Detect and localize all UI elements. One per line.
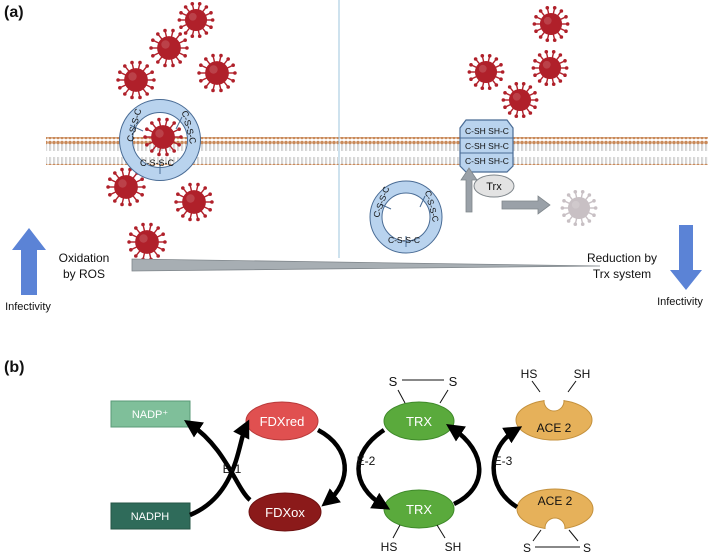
release-arrow: [501, 195, 551, 215]
ace2-top-sh: SH: [574, 367, 591, 381]
panel-a-label: (a): [4, 4, 24, 21]
reduction-up-arrow: [460, 167, 478, 213]
e2-arrow-fdxred-fdxox: [316, 428, 347, 507]
e1-arrow-fdxox-nadp: [184, 420, 252, 502]
gradient-wedge: [131, 258, 601, 272]
enzyme-1-label: E-1: [223, 462, 242, 476]
ace2-bottom-s-left: S: [523, 541, 531, 555]
virus-particle: [116, 60, 156, 100]
ace2-bottom-label: ACE 2: [538, 494, 573, 508]
trx-top-s-left: S: [389, 374, 398, 389]
virus-particle: [531, 49, 569, 87]
reduction-label: Reduction by: [587, 251, 657, 265]
oxidation-label-2: by ROS: [63, 267, 105, 281]
e2-arrow-trx: [356, 428, 391, 510]
oxidation-label: Oxidation: [59, 251, 110, 265]
infectivity-up-arrow: [12, 228, 46, 295]
virus-particle: [197, 53, 237, 93]
panel-b-label: (b): [4, 359, 24, 376]
fdx-red-label: FDXred: [260, 414, 305, 429]
enzyme-2-label: E-2: [357, 454, 376, 468]
channel-row-label: C-SH SH-C: [465, 141, 509, 151]
trx-bottom-label: TRX: [406, 502, 432, 517]
reduced-receptor-channel: C-SH SH-C C-SH SH-C C-SH SH-C: [459, 119, 514, 173]
infectivity-down-arrow: [670, 225, 702, 290]
virus-particle: [501, 81, 539, 119]
trx-top-label: TRX: [406, 414, 432, 429]
trx-top-s-right: S: [449, 374, 458, 389]
ace2-bottom-s-right: S: [583, 541, 591, 555]
virus-particle: [532, 5, 570, 43]
nadp-plus-box: [110, 400, 191, 428]
virus-particle: [177, 1, 215, 39]
virus-particle: [143, 117, 183, 157]
channel-row-label: C-SH SH-C: [465, 126, 509, 136]
infectivity-right-label: Infectivity: [657, 296, 703, 308]
trx-top-node: [383, 401, 455, 441]
nadph-box: [110, 502, 191, 530]
virus-particle: [127, 222, 167, 262]
e3-arrow-trx-return: [446, 424, 482, 507]
trx-bottom-hs: HS: [381, 540, 398, 554]
enzyme-3-label: E-3: [494, 454, 513, 468]
reduction-label-2: Trx system: [593, 267, 651, 281]
oxidized-receptor-ring: C-S-S-C C-S-S-C C-S-S-C: [369, 180, 443, 254]
ace2-top-label: ACE 2: [537, 421, 572, 435]
virus-particle: [149, 28, 189, 68]
virus-particle: [560, 189, 598, 227]
ace2-bottom-node: [516, 488, 594, 541]
virus-particle: [106, 167, 146, 207]
ace2-top-node: [515, 388, 593, 441]
trx-label: Trx: [486, 181, 502, 193]
ace2-top-hs: HS: [521, 367, 538, 381]
infectivity-left-label: Infectivity: [5, 301, 51, 313]
ring-label: C-S-S-C: [140, 158, 174, 168]
virus-particle: [467, 53, 505, 91]
channel-row-label: C-SH SH-C: [465, 156, 509, 166]
e3-arrow-ace2: [491, 426, 523, 509]
ring-label: C-S-S-C: [388, 235, 420, 245]
fdx-ox-node: [248, 492, 322, 532]
reaction-arrows: [184, 419, 523, 518]
nadp-plus-label: NADP⁺: [132, 409, 169, 421]
nadph-label: NADPH: [131, 511, 170, 523]
trx-bottom-sh: SH: [445, 540, 462, 554]
e1-arrow-nadph-fdxred: [189, 419, 250, 518]
trx-oval: [473, 174, 515, 198]
virus-particle: [174, 182, 214, 222]
fdx-ox-label: FDXox: [265, 505, 305, 520]
